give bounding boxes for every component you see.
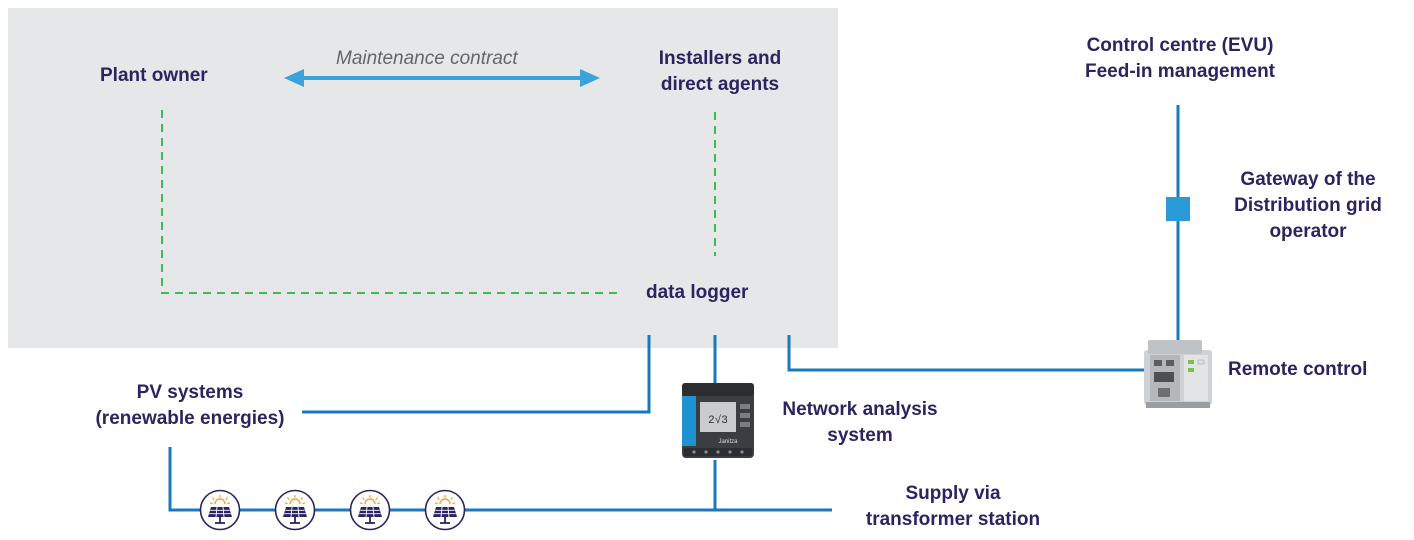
installers-label: Installers and direct agents	[658, 48, 782, 95]
solar-panel-icon	[424, 489, 466, 531]
maintenance-contract-arrow	[284, 69, 600, 87]
plant-panel	[8, 8, 838, 348]
analyzer-brand-text: Janitza	[718, 439, 738, 445]
owner-logger-link	[161, 110, 622, 294]
plant-owner-label: Plant owner	[100, 65, 208, 86]
maintenance-contract-label: Maintenance contract	[336, 48, 518, 69]
solar-panel-icon	[274, 489, 316, 531]
data-logger-label: data logger	[646, 282, 749, 303]
logger-remote-line	[787, 335, 1145, 372]
gateway-label: Gateway of the Distribution grid operato…	[1234, 169, 1382, 242]
control-centre-label: Control centre (EVU) Feed-in management	[1084, 35, 1276, 82]
remote-control-label: Remote control	[1228, 359, 1368, 380]
pv-logger-line	[302, 335, 651, 414]
supply-label: Supply via transformer station	[865, 483, 1041, 530]
network-analysis-label: Network analysis system	[782, 399, 938, 446]
solar-panel-icon	[349, 489, 391, 531]
pv-systems-label: PV systems (renewable energies)	[95, 382, 285, 429]
power-analyzer-icon: 2√3 Janitza	[682, 383, 754, 458]
plc-controller-icon	[1144, 340, 1212, 408]
supply-line	[168, 447, 832, 512]
analyzer-display-text: 2√3	[708, 414, 728, 427]
gateway-square-icon	[1166, 197, 1190, 221]
solar-panel-icon	[199, 489, 241, 531]
